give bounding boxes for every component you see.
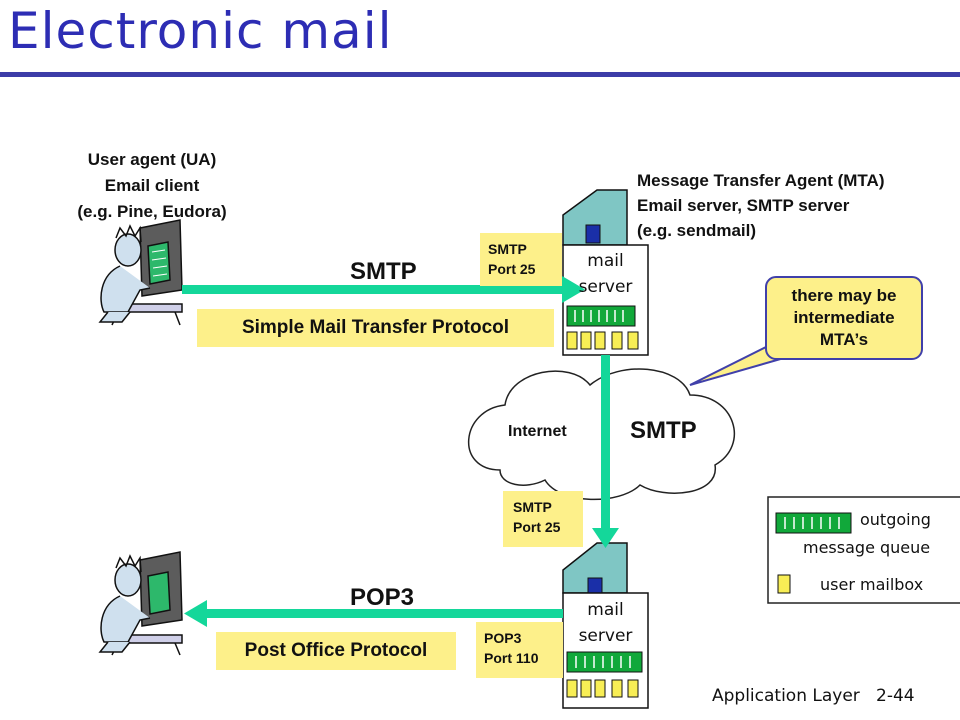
top-mail-server [562, 189, 649, 356]
middle-protocol-label: SMTP [630, 417, 697, 444]
middle-port-number: Port 25 [513, 519, 561, 535]
user-agent-line1: User agent (UA) [87, 150, 217, 169]
pop3-arrow-bottom [184, 600, 563, 627]
legend-box [767, 496, 960, 604]
title-underline [0, 72, 960, 77]
bottom-port-number: Port 110 [484, 650, 539, 666]
smtp-arrow-top [182, 276, 585, 303]
middle-port-protocol: SMTP [513, 499, 552, 515]
bottom-mail-server [562, 542, 649, 709]
callout-bubble [689, 276, 923, 386]
bottom-protocol-label: POP3 [350, 584, 415, 611]
top-server-label-line1: mail [587, 251, 624, 271]
mta-line2: Email server, SMTP server [637, 196, 850, 215]
mta-label: Message Transfer Agent (MTA) Email serve… [637, 168, 885, 243]
callout-text: there may be intermediate MTA’s [766, 285, 922, 351]
user-agent-label: User agent (UA) Email client (e.g. Pine,… [52, 147, 252, 225]
bottom-server-label-line2: server [578, 626, 633, 646]
legend-queue-line2: message queue [803, 538, 931, 557]
top-port-box: SMTP Port 25 [480, 233, 562, 286]
bottom-user-computer-icon [98, 551, 183, 656]
callout-line3: MTA’s [819, 330, 869, 349]
legend-mailbox-label: user mailbox [820, 575, 924, 594]
mta-line3: (e.g. sendmail) [637, 221, 757, 240]
internet-label: Internet [508, 423, 567, 440]
bottom-server-label-line1: mail [587, 600, 624, 620]
top-protocol-label: SMTP [350, 258, 417, 285]
callout-line2: intermediate [793, 308, 895, 327]
slide-title: Electronic mail [8, 2, 393, 60]
slide-footer: Application Layer 2-44 [712, 686, 915, 706]
top-port-number: Port 25 [488, 261, 536, 277]
user-agent-line3: (e.g. Pine, Eudora) [77, 202, 227, 221]
bottom-port-box: POP3 Port 110 [476, 622, 563, 678]
smtp-arrow-vertical [592, 355, 619, 548]
top-server-label: mail server [563, 248, 648, 300]
bottom-protocol-full-name: Post Office Protocol [216, 632, 456, 670]
top-user-computer-icon [98, 219, 183, 326]
top-port-protocol: SMTP [488, 241, 527, 257]
top-protocol-full-name: Simple Mail Transfer Protocol [197, 309, 554, 347]
bottom-server-label: mail server [563, 597, 648, 649]
user-agent-line2: Email client [104, 176, 200, 195]
callout-line1: there may be [791, 286, 897, 305]
legend-queue-line1: outgoing [860, 510, 931, 529]
top-server-label-line2: server [578, 277, 633, 297]
mta-line1: Message Transfer Agent (MTA) [637, 171, 885, 190]
bottom-port-protocol: POP3 [484, 630, 522, 646]
middle-port-box: SMTP Port 25 [503, 491, 583, 547]
